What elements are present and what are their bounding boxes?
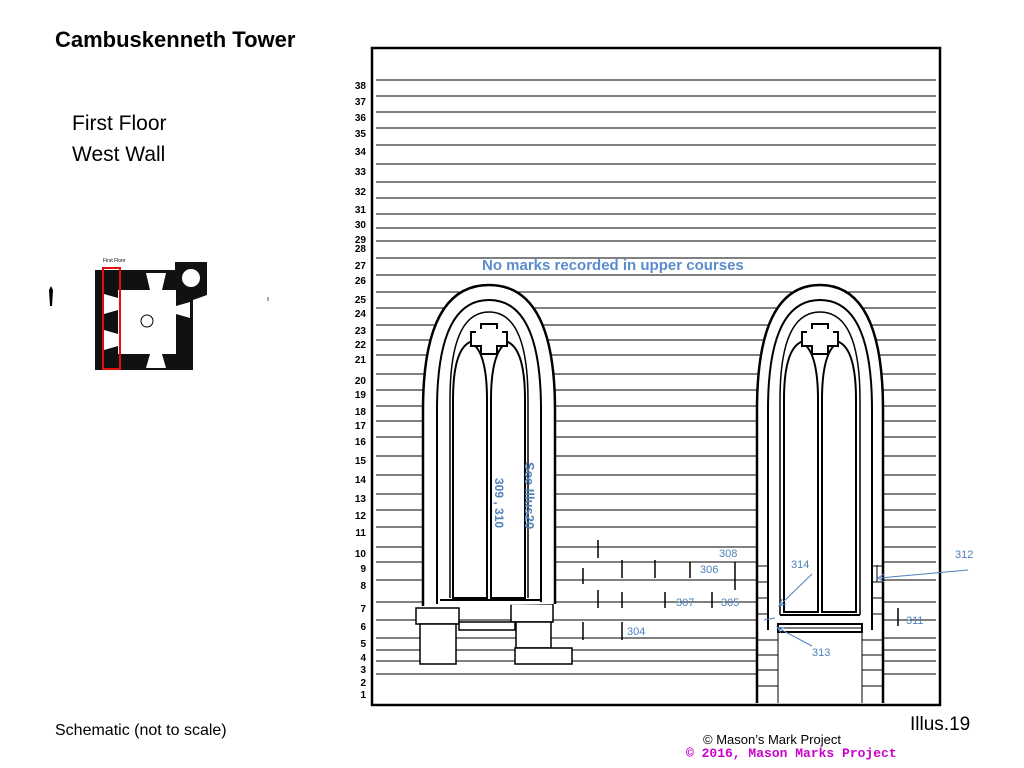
course-number: 33 bbox=[355, 167, 367, 178]
course-number: 18 bbox=[355, 407, 367, 418]
plan-embrasure-5 bbox=[146, 354, 166, 368]
course-number: 14 bbox=[355, 475, 367, 486]
course-number: 21 bbox=[355, 355, 367, 366]
course-number: 31 bbox=[355, 205, 367, 216]
course-number: 25 bbox=[355, 295, 367, 306]
copyright-line-2: © 2016, Mason Marks Project bbox=[686, 746, 897, 761]
mark-311-label: 311 bbox=[906, 615, 924, 627]
course-number: 29 bbox=[355, 235, 367, 246]
wall-label: West Wall bbox=[72, 143, 166, 166]
base-block-1 bbox=[415, 607, 460, 625]
base-block-2 bbox=[419, 623, 457, 665]
mark-305-label: 305 bbox=[721, 597, 739, 609]
plan-column bbox=[140, 314, 154, 328]
north-arrow-icon bbox=[49, 286, 53, 306]
mark-314-arrowhead bbox=[778, 598, 787, 607]
plan-embrasure-2 bbox=[104, 330, 118, 350]
mark-313-pointer bbox=[777, 627, 813, 647]
plan-stair-well bbox=[182, 269, 200, 287]
schematic-note: Schematic (not to scale) bbox=[55, 722, 227, 739]
see-illus20-label: See Illus20 bbox=[522, 462, 537, 529]
mark-308-label: 308 bbox=[719, 548, 737, 560]
base-block-3 bbox=[510, 603, 554, 623]
right-window bbox=[755, 283, 885, 703]
mark-312-arrowhead bbox=[877, 573, 885, 583]
course-number: 4 bbox=[360, 653, 366, 664]
window-marks-label: 309 , 310 bbox=[492, 478, 506, 528]
mark-304-label: 304 bbox=[627, 626, 645, 638]
course-number: 19 bbox=[355, 390, 367, 401]
course-number: 8 bbox=[360, 581, 366, 592]
course-number: 17 bbox=[355, 421, 367, 432]
course-number: 27 bbox=[355, 261, 367, 272]
course-number: 34 bbox=[355, 147, 367, 158]
course-number: 22 bbox=[355, 340, 367, 351]
wall-note: No marks recorded in upper courses bbox=[482, 257, 744, 274]
base-block-6 bbox=[514, 647, 573, 665]
course-number: 38 bbox=[355, 81, 367, 92]
mark-314-label: 314 bbox=[791, 559, 809, 571]
mark-313-arrowhead bbox=[775, 626, 785, 634]
plan-scale-mark bbox=[267, 297, 269, 301]
page-title: Cambuskenneth Tower bbox=[55, 27, 296, 52]
course-number: 35 bbox=[355, 129, 367, 140]
course-number: 11 bbox=[355, 528, 366, 539]
course-number: 1 bbox=[360, 690, 366, 701]
plan-highlight-west-wall bbox=[102, 267, 121, 370]
course-number: 10 bbox=[355, 549, 367, 560]
plan-label: First Floor bbox=[103, 258, 126, 264]
masonry-details bbox=[415, 540, 899, 665]
course-number: 37 bbox=[355, 97, 367, 108]
course-number: 20 bbox=[355, 376, 367, 387]
course-number: 28 bbox=[355, 244, 367, 255]
course-number: 26 bbox=[355, 276, 367, 287]
plan-embrasure-4 bbox=[176, 302, 190, 318]
floor-label: First Floor bbox=[72, 112, 167, 135]
base-block-4 bbox=[458, 621, 516, 631]
floor-plan: First Floor bbox=[49, 258, 269, 370]
course-number: 23 bbox=[355, 326, 367, 337]
course-number: 24 bbox=[355, 309, 367, 320]
course-number: 30 bbox=[355, 220, 367, 231]
course-number: 3 bbox=[360, 665, 366, 676]
mark-313-tick bbox=[763, 617, 776, 621]
course-number: 2 bbox=[360, 678, 366, 689]
plan-embrasure-3 bbox=[146, 273, 166, 290]
course-numbers: 1234567891011121314151617181920212223242… bbox=[355, 81, 367, 701]
mark-312-pointer bbox=[879, 569, 969, 579]
course-number: 12 bbox=[355, 511, 367, 522]
course-number: 36 bbox=[355, 113, 367, 124]
course-number: 9 bbox=[360, 564, 366, 575]
mark-306-label: 306 bbox=[700, 564, 718, 576]
plan-embrasure-1 bbox=[104, 294, 118, 314]
copyright-line-1: © Mason’s Mark Project bbox=[703, 732, 841, 747]
mark-314-pointer bbox=[779, 573, 813, 606]
mark-annotations: No marks recorded in upper courses 309 ,… bbox=[482, 257, 973, 659]
course-number: 6 bbox=[360, 622, 366, 633]
left-window bbox=[421, 283, 557, 606]
course-number: 7 bbox=[360, 604, 366, 615]
course-number: 13 bbox=[355, 494, 367, 505]
base-block-5 bbox=[515, 621, 552, 649]
course-number: 32 bbox=[355, 187, 367, 198]
course-number: 15 bbox=[355, 456, 367, 467]
course-number: 16 bbox=[355, 437, 367, 448]
illustration-ref: Illus.19 bbox=[910, 714, 971, 735]
mark-313-label: 313 bbox=[812, 647, 830, 659]
course-number: 5 bbox=[360, 639, 366, 650]
mark-307-label: 307 bbox=[676, 597, 694, 609]
mark-312-label: 312 bbox=[955, 549, 973, 561]
